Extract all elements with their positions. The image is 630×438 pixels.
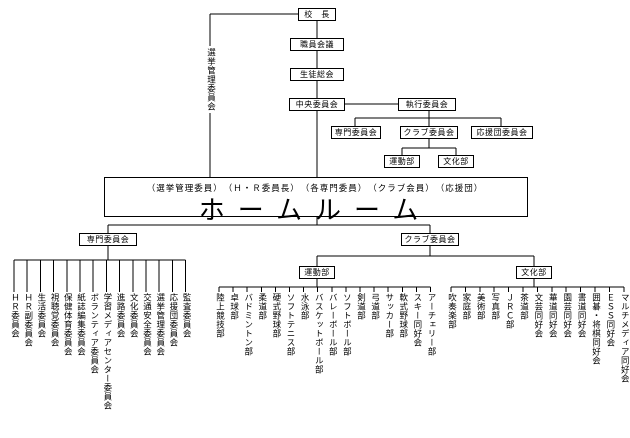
item-label: アーチェリー部 — [426, 293, 436, 356]
lower-club-label: クラブ委員会 — [404, 235, 456, 244]
executive-committee-box: 執行委員会 — [398, 98, 456, 111]
executive-committee-label: 執行委員会 — [405, 100, 449, 109]
culture-drops — [450, 287, 625, 292]
item-label: 軟式野球部 — [397, 293, 408, 338]
item-label: 選挙管理委員会 — [154, 293, 165, 356]
exec-culture-label: 文化部 — [443, 157, 469, 166]
principal-box: 校 長 — [298, 8, 336, 21]
item-label: バレーボール部 — [327, 293, 338, 356]
item-label: マルチメディア同好会 — [619, 293, 630, 383]
staff-meeting-label: 職員会議 — [300, 40, 334, 49]
item-label: ＥＳＳ同好会 — [604, 293, 615, 347]
item-label: スキー同好会 — [411, 293, 422, 347]
item-label: 保健体育委員会 — [62, 293, 73, 356]
central-committee-box: 中央委員会 — [289, 98, 345, 111]
item-label: ＨＲ副委員会 — [22, 293, 33, 347]
item-label: 文芸同好会 — [532, 293, 543, 338]
lower-sports-label: 運動部 — [304, 268, 330, 277]
item-label: 学習メディアセンター委員会 — [101, 293, 112, 410]
exec-cheer-box: 応援団委員会 — [471, 126, 533, 139]
item-label: 写真部 — [489, 293, 500, 320]
item-label: 生活委員会 — [35, 293, 46, 338]
central-committee-label: 中央委員会 — [295, 100, 339, 109]
item-label: 茶道部 — [518, 293, 529, 320]
general-assembly-label: 生徒総会 — [300, 70, 334, 79]
election-committee-label: 選挙管理委員会 — [205, 46, 216, 113]
item-label: 柔道部 — [256, 293, 267, 320]
item-label: 華道同好会 — [547, 293, 558, 338]
item-label: 視聴覚委員会 — [49, 293, 60, 347]
item-label: 紙誌編集委員会 — [75, 293, 86, 356]
item-label: バドミントン部 — [242, 293, 253, 356]
item-label: サッカー部 — [383, 293, 394, 338]
homeroom-title: ホームルーム — [198, 196, 432, 226]
sports-drops — [218, 287, 431, 292]
item-label: 交通安全委員会 — [141, 293, 152, 356]
item-label: 水泳部 — [299, 293, 310, 320]
exec-specialist-label: 専門委員会 — [334, 128, 378, 137]
item-label: ソフトテニス部 — [285, 293, 295, 356]
item-label: ソフトボール部 — [341, 293, 352, 356]
lower-culture-label: 文化部 — [521, 268, 547, 277]
item-label: 応援団委員会 — [167, 293, 178, 347]
item-label: 美術部 — [475, 293, 486, 320]
item-label: ＪＲＣ部 — [504, 293, 515, 329]
exec-sports-box: 運動部 — [384, 155, 420, 168]
item-label: 剣道部 — [355, 293, 366, 320]
lower-sports-box: 運動部 — [299, 266, 335, 279]
lower-specialist-box: 専門委員会 — [79, 233, 137, 246]
exec-club-box: クラブ委員会 — [400, 126, 458, 139]
item-label: 卓球部 — [228, 293, 239, 320]
item-label: ボランティア委員会 — [88, 293, 99, 374]
specialist-drops — [13, 260, 187, 292]
homeroom-subtitle: （選挙管理委員） （Ｈ・Ｒ委員長） （各専門委員） （クラブ会員） （応援団） — [146, 184, 484, 194]
item-label: バスケットボール部 — [313, 293, 324, 374]
general-assembly-box: 生徒総会 — [290, 68, 344, 81]
principal-label: 校 長 — [304, 10, 330, 19]
item-label: 進路委員会 — [115, 293, 126, 338]
staff-meeting-box: 職員会議 — [290, 38, 344, 51]
exec-cheer-label: 応援団委員会 — [476, 128, 528, 137]
exec-sports-label: 運動部 — [389, 157, 415, 166]
item-label: 囲碁・将棋同好会 — [590, 293, 601, 365]
item-label: 家庭部 — [460, 293, 471, 320]
lower-club-box: クラブ委員会 — [401, 233, 459, 246]
item-label: ＨＲ委員会 — [9, 293, 20, 338]
lower-culture-box: 文化部 — [516, 266, 552, 279]
exec-culture-box: 文化部 — [438, 155, 474, 168]
item-label: 書道同好会 — [576, 293, 587, 338]
item-label: 監査委員会 — [181, 293, 192, 338]
item-label: 陸上競技部 — [214, 293, 225, 338]
item-label: 弓道部 — [369, 293, 380, 320]
item-label: 園芸同好会 — [561, 293, 572, 338]
lower-specialist-label: 専門委員会 — [86, 235, 130, 244]
exec-specialist-box: 専門委員会 — [331, 126, 381, 139]
item-label: 吹奏楽部 — [446, 293, 457, 329]
homeroom-box — [104, 177, 528, 217]
item-label: 硬式野球部 — [270, 293, 281, 338]
item-label: 文化委員会 — [128, 293, 139, 338]
exec-club-label: クラブ委員会 — [403, 128, 455, 137]
